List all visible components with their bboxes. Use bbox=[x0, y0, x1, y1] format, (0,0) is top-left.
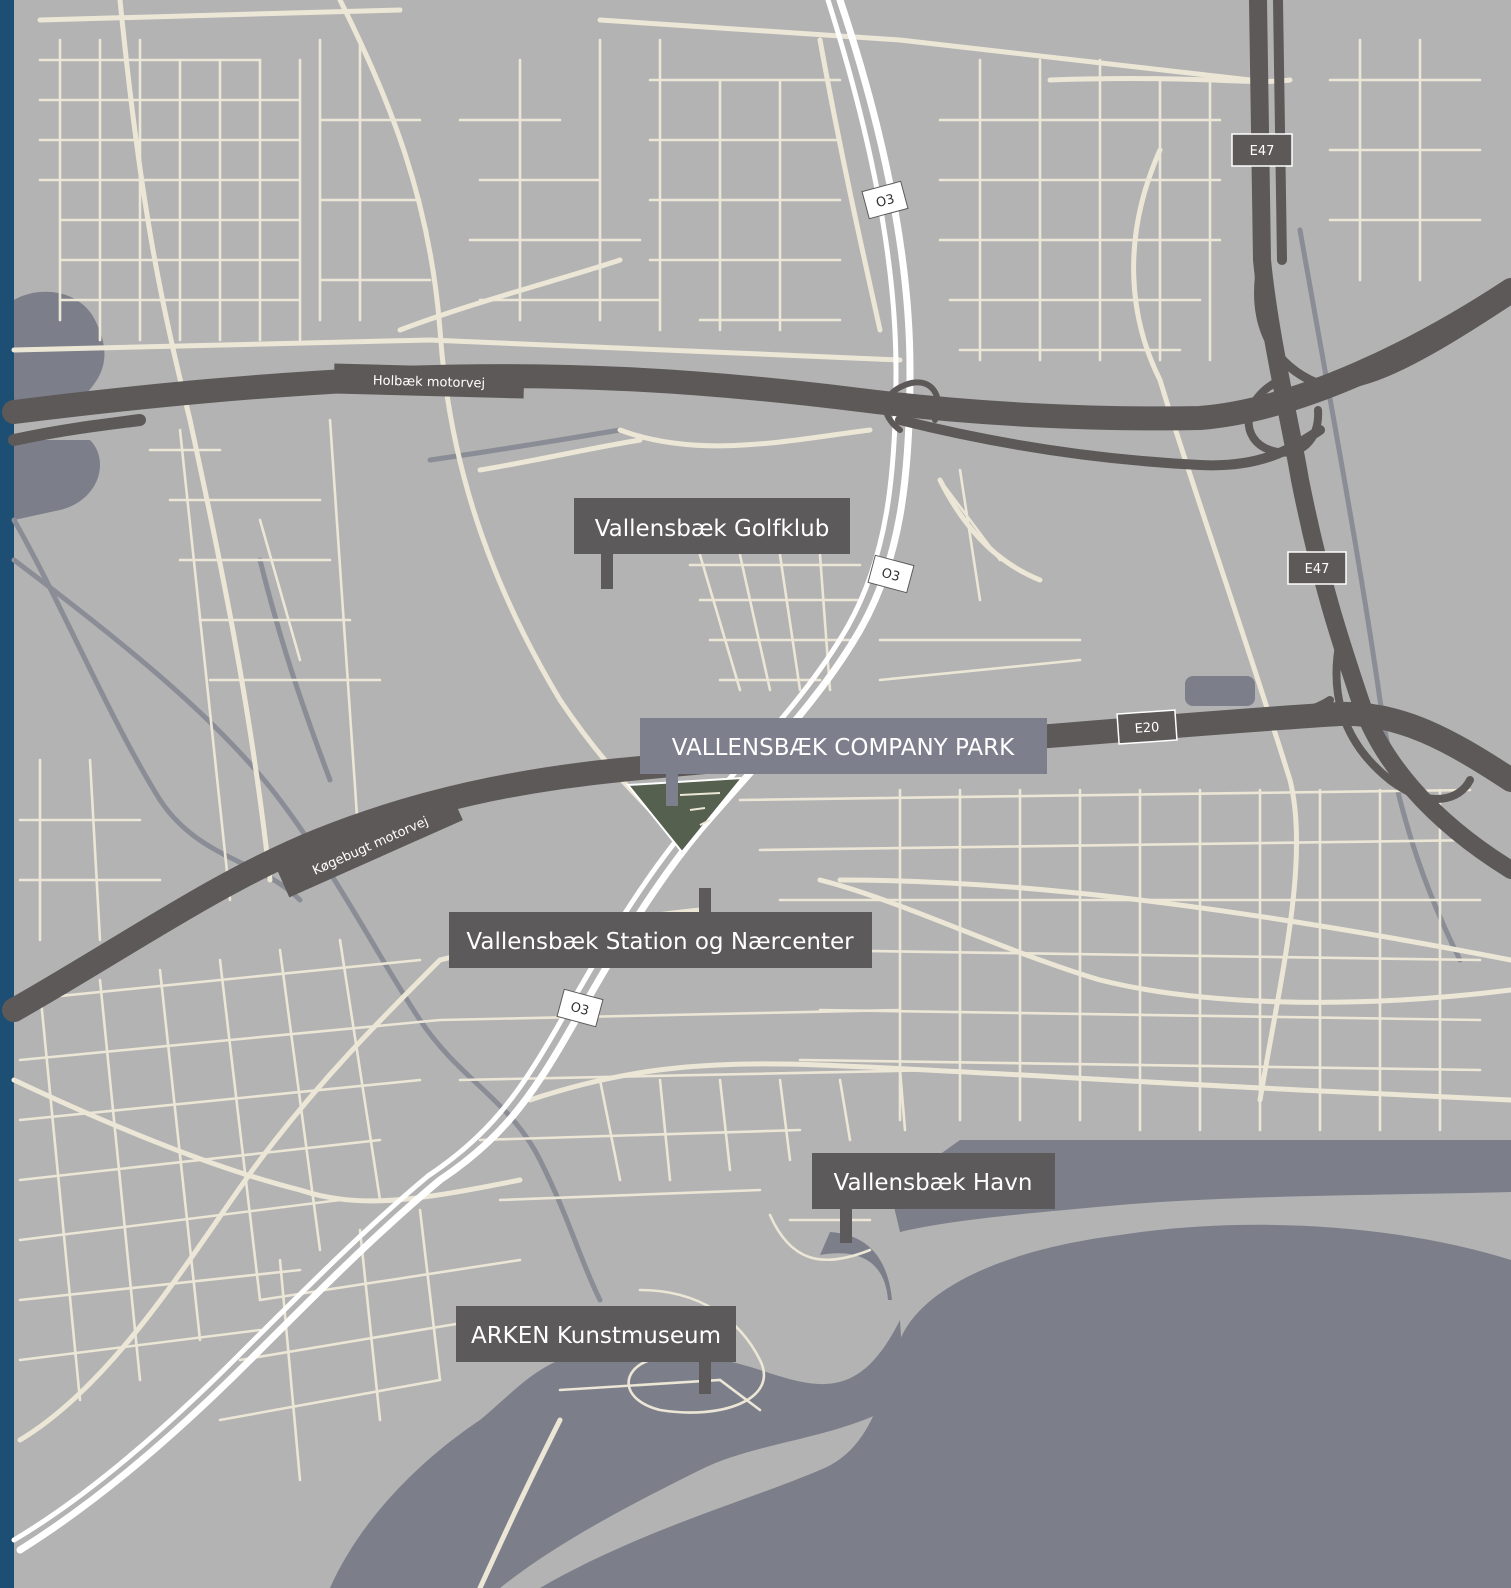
o3-shield-south: O3 bbox=[556, 988, 604, 1028]
pond-east bbox=[1185, 676, 1255, 706]
company-park-label-text: VALLENSBÆK COMPANY PARK bbox=[672, 735, 1015, 761]
golfklub-label-text: Vallensbæk Golfklub bbox=[595, 516, 830, 542]
o3-road bbox=[11, 0, 914, 1554]
station-label[interactable]: Vallensbæk Station og Nærcenter bbox=[449, 888, 872, 968]
harbour-water bbox=[820, 1232, 892, 1300]
havn-label-pointer bbox=[840, 1195, 852, 1243]
company-park-site[interactable] bbox=[626, 776, 745, 854]
arken-label-text: ARKEN Kunstmuseum bbox=[471, 1323, 721, 1349]
station-label-pointer bbox=[699, 888, 711, 936]
e47-shield-south: E47 bbox=[1287, 551, 1347, 585]
major-roads bbox=[11, 0, 1511, 1588]
company-park-label[interactable]: VALLENSBÆK COMPANY PARK bbox=[640, 718, 1047, 806]
golfklub-label[interactable]: Vallensbæk Golfklub bbox=[574, 498, 850, 589]
company-park-label-pointer bbox=[666, 762, 678, 806]
e47-shield-north-text: E47 bbox=[1250, 144, 1275, 159]
o3-shield-north: O3 bbox=[861, 180, 909, 220]
street-grid bbox=[18, 38, 1482, 1482]
o3-shield-south-text: O3 bbox=[569, 1000, 591, 1019]
arken-label-pointer bbox=[699, 1350, 711, 1394]
holbaek-road-text: Holbæk motorvej bbox=[373, 374, 486, 392]
e20-shield: E20 bbox=[1116, 709, 1178, 745]
station-label-text: Vallensbæk Station og Nærcenter bbox=[466, 929, 854, 955]
o3-shield-middle-text: O3 bbox=[880, 566, 902, 585]
e47-shield-north: E47 bbox=[1231, 133, 1293, 167]
lake-west-lower bbox=[14, 440, 100, 520]
arken-label[interactable]: ARKEN Kunstmuseum bbox=[456, 1306, 736, 1394]
havn-label[interactable]: Vallensbæk Havn bbox=[812, 1153, 1055, 1243]
site-buildings bbox=[679, 792, 721, 826]
map-edge-strip bbox=[0, 0, 14, 1588]
o3-shield-north-text: O3 bbox=[875, 192, 897, 211]
o3-shield-middle: O3 bbox=[867, 554, 915, 594]
golfklub-label-pointer bbox=[601, 541, 613, 589]
sea-water bbox=[540, 1224, 1511, 1588]
e20-shield-text: E20 bbox=[1134, 720, 1160, 737]
e47-shield-south-text: E47 bbox=[1305, 562, 1330, 577]
lake-west bbox=[14, 291, 105, 420]
holbaek-road-label: Holbæk motorvej bbox=[333, 363, 525, 399]
havn-label-text: Vallensbæk Havn bbox=[834, 1170, 1033, 1196]
